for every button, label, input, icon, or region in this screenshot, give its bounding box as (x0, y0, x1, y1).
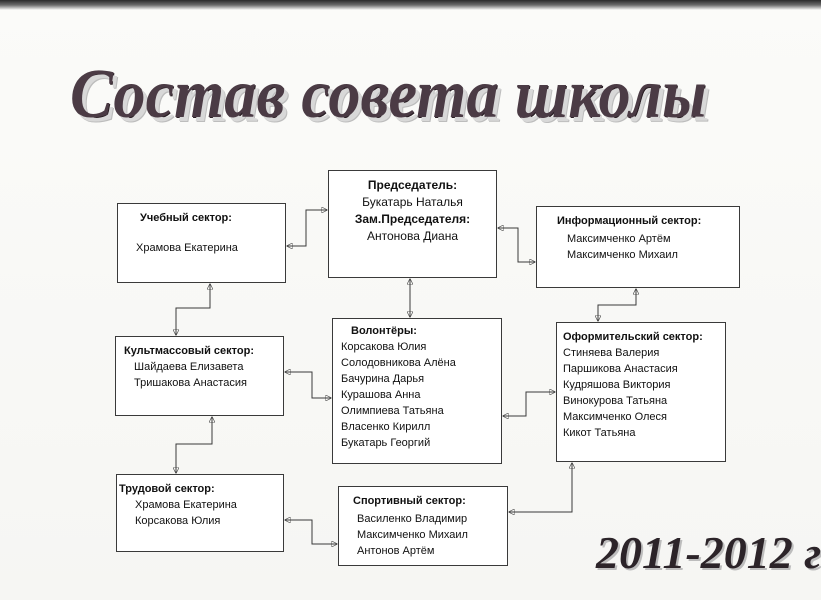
culture-sector-box: Культмассовый сектор: Шайдаева Елизавета… (115, 336, 284, 416)
culture-sector-heading: Культмассовый сектор: (124, 345, 254, 357)
volunteers-box: Волонтёры: Корсакова Юлия Солодовникова … (332, 318, 502, 464)
design-sector-member: Винокурова Татьяна (563, 395, 668, 407)
design-sector-member: Кикот Татьяна (563, 427, 636, 439)
page-title: Состав совета школы (70, 56, 707, 133)
design-sector-heading: Оформительский сектор: (563, 331, 703, 343)
design-sector-member: Стиняева Валерия (563, 347, 660, 359)
design-sector-member: Паршикова Анастасия (563, 363, 678, 375)
design-sector-member: Максимченко Олеся (563, 411, 668, 423)
school-year-label: 2011-2012 г. (596, 527, 821, 578)
chair-name: Букатарь Наталья (362, 195, 463, 209)
labor-sector-heading: Трудовой сектор: (119, 483, 215, 495)
info-sector-member: Максимченко Михаил (567, 249, 678, 261)
labor-sector-member: Храмова Екатерина (135, 499, 237, 511)
labor-sector-box: Трудовой сектор: Храмова Екатерина Корса… (116, 474, 284, 552)
scan-edge (0, 0, 821, 10)
volunteer-member: Солодовникова Алёна (341, 357, 456, 369)
design-sector-member: Кудряшова Виктория (563, 379, 671, 391)
labor-sector-member: Корсакова Юлия (135, 515, 221, 527)
volunteers-heading: Волонтёры: (351, 325, 417, 337)
chair-heading: Председатель: (367, 178, 458, 192)
culture-sector-member: Шайдаева Елизавета (134, 361, 244, 373)
culture-sector-member: Тришакова Анастасия (134, 377, 247, 389)
study-sector-member: Храмова Екатерина (136, 242, 238, 254)
design-sector-box: Оформительский сектор: Стиняева Валерия … (556, 322, 726, 462)
info-sector-box: Информационный сектор: Максимченко Артём… (536, 206, 740, 288)
deputy-heading: Зам.Председателя: (354, 212, 471, 226)
sport-sector-member: Максимченко Михаил (357, 529, 468, 541)
deputy-name: Антонова Диана (366, 229, 459, 243)
info-sector-member: Максимченко Артём (567, 233, 671, 245)
volunteer-member: Бачурина Дарья (341, 373, 425, 385)
volunteer-member: Олимпиева Татьяна (341, 405, 444, 417)
volunteer-member: Власенко Кирилл (341, 421, 431, 433)
chair-box: Председатель: Букатарь Наталья Зам.Предс… (328, 170, 497, 278)
volunteer-member: Курашова Анна (341, 389, 421, 401)
volunteer-member: Букатарь Георгий (341, 437, 431, 449)
info-sector-heading: Информационный сектор: (557, 215, 702, 227)
study-sector-heading: Учебный сектор: (140, 212, 232, 224)
sport-sector-box: Спортивный сектор: Василенко Владимир Ма… (338, 486, 508, 566)
study-sector-box: Учебный сектор: Храмова Екатерина (117, 203, 286, 283)
sport-sector-member: Василенко Владимир (357, 513, 468, 525)
sport-sector-heading: Спортивный сектор: (353, 495, 466, 507)
sport-sector-member: Антонов Артём (357, 545, 435, 557)
volunteer-member: Корсакова Юлия (341, 341, 427, 353)
